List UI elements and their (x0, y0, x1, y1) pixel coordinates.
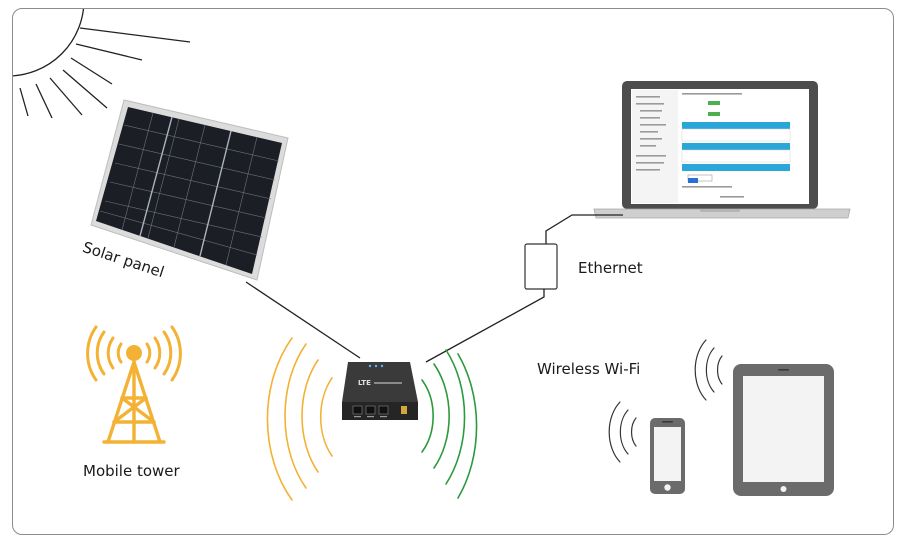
smartphone-icon (650, 418, 685, 494)
laptop-icon (593, 81, 851, 219)
panel-to-router-cable (245, 281, 361, 359)
diagram-frame (12, 8, 894, 535)
sun-icon (13, 9, 191, 119)
wifi-waves-icon (266, 337, 333, 501)
wifi-waves-icon (421, 349, 478, 499)
tablet-icon (733, 364, 834, 496)
router-icon: LTE (342, 362, 418, 420)
mobile-tower-icon (86, 325, 182, 444)
adapter-to-router-cable (425, 289, 545, 363)
wifi-waves-icon (694, 339, 723, 401)
ethernet-label: Ethernet (578, 259, 643, 277)
wifi-waves-icon (608, 401, 637, 463)
solar-panel-icon (90, 99, 289, 281)
laptop-to-adapter-cable (545, 214, 623, 244)
mobile-tower-label: Mobile tower (83, 462, 180, 480)
router-brand-text: LTE (358, 379, 371, 387)
wireless-wifi-label: Wireless Wi-Fi (537, 360, 641, 378)
ethernet-adapter-icon (524, 243, 558, 290)
